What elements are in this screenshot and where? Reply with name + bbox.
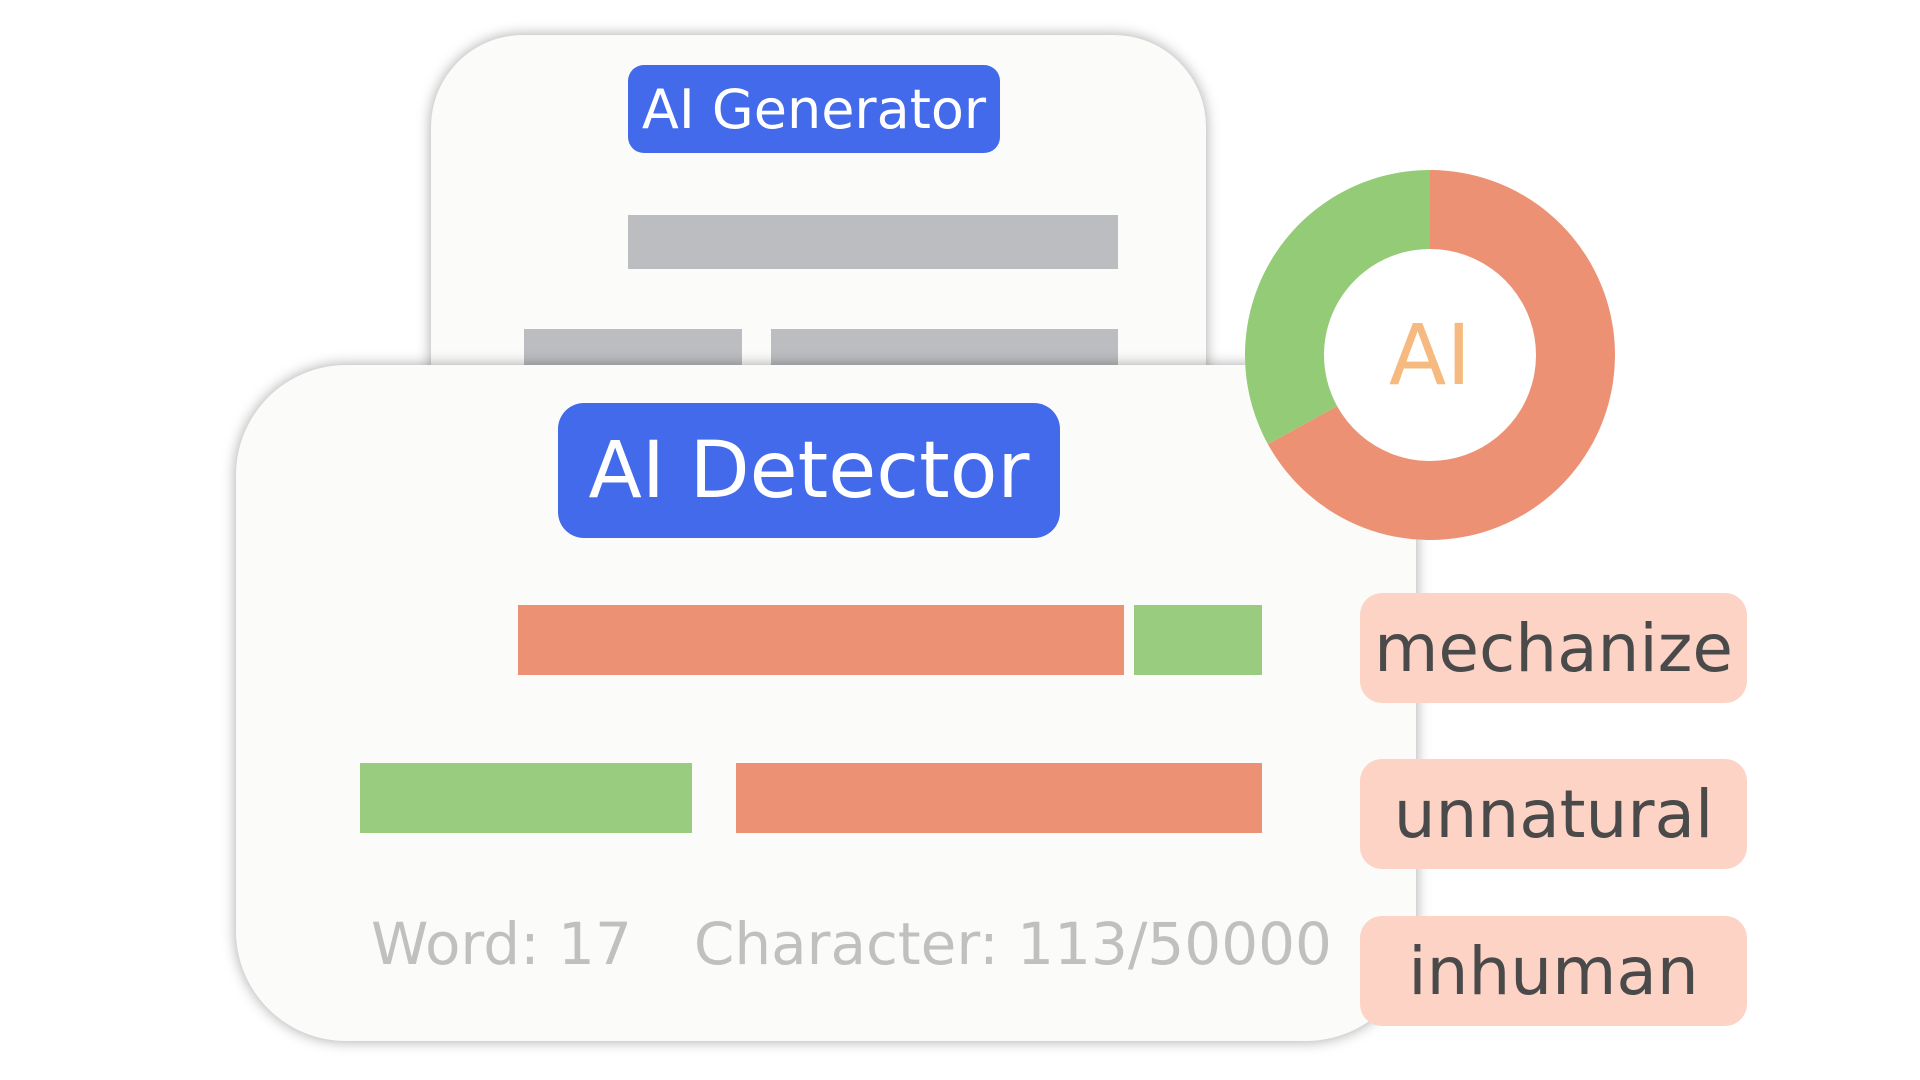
human-text-segment bbox=[360, 763, 692, 833]
ai-text-segment bbox=[518, 605, 1124, 675]
word-count: Word: 17 bbox=[371, 910, 632, 978]
character-count: Character: 113/50000 bbox=[693, 910, 1332, 978]
text-stats: Word: 17 Character: 113/50000 bbox=[371, 910, 1332, 978]
donut-center-label: AI bbox=[1388, 306, 1472, 404]
ai-detector-title[interactable]: AI Detector bbox=[558, 403, 1060, 538]
generator-text-line bbox=[628, 215, 1118, 269]
flagged-word-tag[interactable]: unnatural bbox=[1360, 759, 1747, 869]
ai-text-segment bbox=[736, 763, 1262, 833]
flagged-word-tag[interactable]: inhuman bbox=[1360, 916, 1747, 1026]
ai-score-donut: AI bbox=[1230, 160, 1630, 550]
human-text-segment bbox=[1134, 605, 1262, 675]
flagged-word-tag[interactable]: mechanize bbox=[1360, 593, 1747, 703]
human-share-arc bbox=[1245, 170, 1430, 445]
ai-generator-title[interactable]: AI Generator bbox=[628, 65, 1000, 153]
ai-share-arc bbox=[1267, 170, 1615, 540]
ai-detector-card: AI Detector Word: 17 Character: 113/50000 bbox=[236, 365, 1416, 1041]
donut-chart bbox=[1245, 170, 1615, 540]
